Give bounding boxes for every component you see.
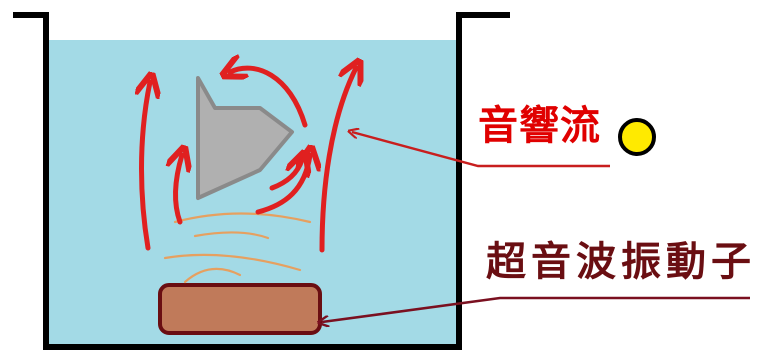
ultrasonic-transducer-label: 超音波振動子	[486, 239, 756, 285]
stream-arrow-top	[230, 68, 308, 128]
stream-leader	[352, 132, 610, 168]
stream-arrow-outer-left	[142, 82, 151, 251]
acoustic-stream-label: 音響流	[478, 103, 601, 149]
acoustic-stream-arrows	[142, 68, 357, 253]
stream-arrow-small-right	[269, 160, 302, 191]
suspended-object	[196, 76, 294, 200]
yellow-circle-icon	[618, 118, 656, 156]
transducer-leader	[322, 296, 750, 322]
stream-arrow-inner-left	[176, 155, 182, 225]
tank-wall	[13, 12, 510, 350]
transducer-block	[158, 283, 322, 335]
ultrasonic-waves	[163, 212, 312, 284]
stream-arrow-outer-right	[319, 68, 356, 253]
